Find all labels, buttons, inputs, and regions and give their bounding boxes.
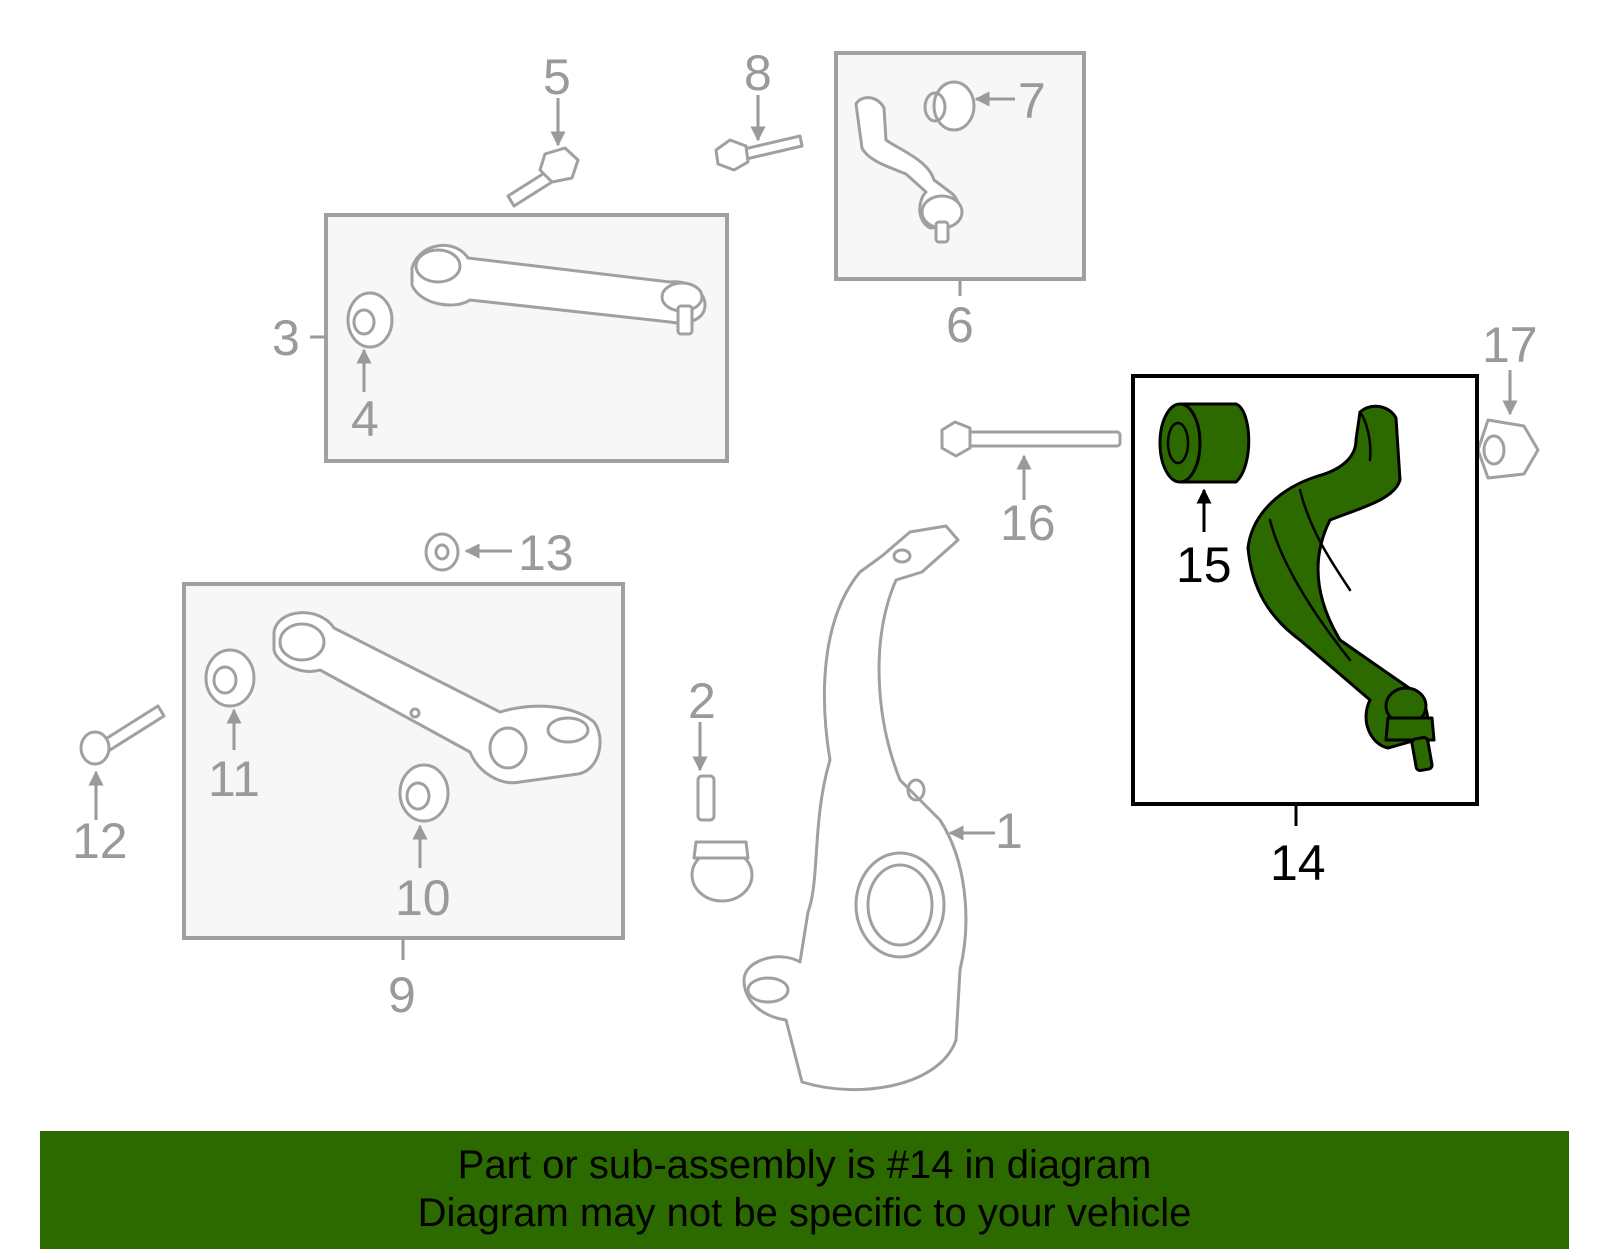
- arm-9-shape: [272, 611, 602, 785]
- nut-17-body: [1476, 418, 1540, 480]
- knuckle-shape: [742, 524, 968, 1092]
- callout-5: 5: [543, 49, 571, 105]
- lower-front-arm-assembly-9: [182, 582, 625, 960]
- callout-14: 14: [1270, 835, 1326, 891]
- upper-arm-shape: [410, 243, 707, 325]
- bolt-12-head: [79, 730, 111, 766]
- callout-6: 6: [946, 297, 974, 353]
- callout-4: 4: [351, 391, 379, 447]
- upper-control-arm-assembly-3: [310, 213, 729, 463]
- upper-arm-stud: [676, 304, 694, 336]
- nut-17: [1476, 370, 1540, 480]
- bolt-5: [506, 98, 580, 208]
- arm-9-bushing-eye: [278, 622, 326, 662]
- callout-2: 2: [688, 673, 716, 729]
- bolt-12: [79, 704, 166, 820]
- control-arm-assembly-14: [1131, 374, 1479, 826]
- callout-12: 12: [72, 813, 128, 869]
- bushing-7-collar: [923, 91, 947, 123]
- callout-labels: 1 2 3 4 5 6 7 8 9 10 11 12 13 14 15 16 1…: [72, 45, 1538, 1023]
- upper-arm-bushing-eye: [414, 248, 462, 284]
- arm-14-shape: [1246, 404, 1429, 750]
- callout-10: 10: [395, 870, 451, 926]
- bolt-12-shank: [102, 704, 166, 752]
- nut-13: [424, 532, 512, 572]
- assembly-box-3: [324, 213, 729, 463]
- steering-knuckle-1: [742, 524, 995, 1092]
- callout-7: 7: [1018, 73, 1046, 129]
- knuckle-hub-bore: [854, 851, 946, 959]
- bushing-15-face: [1158, 402, 1202, 484]
- arm-14-stud: [1410, 735, 1434, 773]
- callout-8: 8: [744, 45, 772, 101]
- arm-9-outer-mount: [546, 716, 590, 744]
- bolt-16-head: [940, 420, 972, 458]
- callout-9: 9: [388, 967, 416, 1023]
- knuckle-lower-eye: [746, 976, 790, 1004]
- nut-13-body: [424, 532, 460, 572]
- callout-17: 17: [1482, 317, 1538, 373]
- callout-3: 3: [272, 310, 300, 366]
- callout-16: 16: [1000, 495, 1056, 551]
- arm-9-inner-eye: [488, 726, 528, 770]
- bushing-11-bore: [212, 665, 238, 695]
- ball-joint-2-stud: [696, 774, 716, 822]
- bushing-4-bore: [352, 308, 376, 336]
- bolt-8-shank: [738, 134, 804, 162]
- bolt-8: [714, 95, 804, 172]
- callout-1: 1: [995, 803, 1023, 859]
- bolt-8-head: [714, 138, 750, 172]
- info-banner: Part or sub-assembly is #14 in diagram D…: [40, 1131, 1569, 1249]
- bolt-5-head: [538, 146, 580, 184]
- ball-joint-2: [690, 722, 754, 903]
- bolt-16: [940, 420, 1122, 500]
- banner-line-part-number: Part or sub-assembly is #14 in diagram: [457, 1143, 1152, 1187]
- parts-diagram: 1 2 3 4 5 6 7 8 9 10 11 12 13 14 15 16 1…: [72, 45, 1540, 1092]
- callout-11: 11: [208, 751, 260, 807]
- arm-6-stud: [934, 220, 950, 244]
- callout-13: 13: [518, 525, 574, 581]
- banner-line-disclaimer: Diagram may not be specific to your vehi…: [417, 1191, 1192, 1235]
- callout-15: 15: [1176, 537, 1232, 593]
- lower-rear-arm-assembly-6: [834, 51, 1086, 296]
- bolt-16-shank: [958, 430, 1122, 448]
- bushing-7: [932, 80, 976, 132]
- bushing-10-bore: [405, 781, 431, 811]
